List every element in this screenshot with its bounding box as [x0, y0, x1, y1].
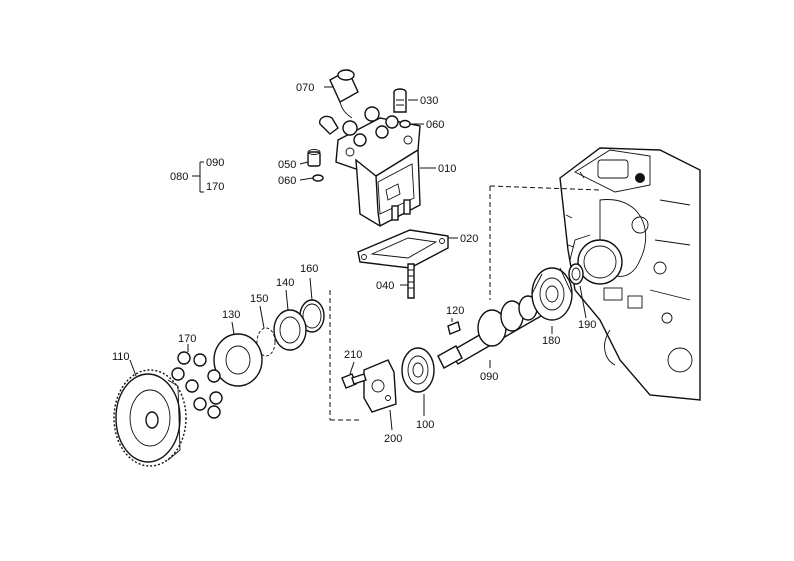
label-170-group: 170 — [206, 181, 224, 193]
bearing-100 — [401, 347, 435, 393]
seal-140 — [273, 309, 307, 351]
bearing-180 — [531, 267, 573, 321]
label-090: 090 — [480, 371, 498, 383]
label-050: 050 — [278, 159, 296, 171]
label-020: 020 — [460, 233, 478, 245]
part-labels: 070 030 060 010 050 060 080 090 170 020 … — [112, 82, 596, 445]
label-170: 170 — [178, 333, 196, 345]
label-140: 140 — [276, 277, 294, 289]
bolt-210 — [341, 373, 367, 389]
gasket-020 — [357, 229, 449, 269]
washer-060-top — [399, 119, 411, 129]
stud-040 — [407, 263, 415, 299]
gear-110 — [113, 369, 187, 467]
label-160: 160 — [300, 263, 318, 275]
injection-pump — [319, 106, 421, 227]
retainer-plate-200 — [363, 359, 397, 413]
label-090-group: 090 — [206, 157, 224, 169]
thrust-plate-130 — [213, 333, 263, 387]
label-060-top: 060 — [426, 119, 444, 131]
label-030: 030 — [420, 95, 438, 107]
label-040: 040 — [376, 280, 394, 292]
circlip-150 — [256, 327, 276, 357]
label-190: 190 — [578, 319, 596, 331]
assembly-line — [489, 185, 601, 191]
key-120 — [447, 321, 461, 335]
engine-block — [559, 147, 701, 401]
leader-lines — [129, 86, 587, 431]
label-120: 120 — [446, 305, 464, 317]
label-070: 070 — [296, 82, 314, 94]
label-110: 110 — [112, 351, 130, 363]
balls-170 — [171, 351, 223, 419]
camshaft-090 — [437, 295, 549, 369]
label-130: 130 — [222, 309, 240, 321]
label-100: 100 — [416, 419, 434, 431]
washer-060-bottom — [312, 174, 324, 182]
fitting-050 — [307, 149, 321, 167]
label-080: 080 — [170, 171, 188, 183]
label-150: 150 — [250, 293, 268, 305]
banjo-fitting-070 — [329, 69, 359, 119]
label-180: 180 — [542, 335, 560, 347]
label-060-bottom: 060 — [278, 175, 296, 187]
label-200: 200 — [384, 433, 402, 445]
bolt-030 — [393, 88, 407, 113]
circlip-190 — [568, 263, 584, 285]
label-210: 210 — [344, 349, 362, 361]
label-010: 010 — [438, 163, 456, 175]
